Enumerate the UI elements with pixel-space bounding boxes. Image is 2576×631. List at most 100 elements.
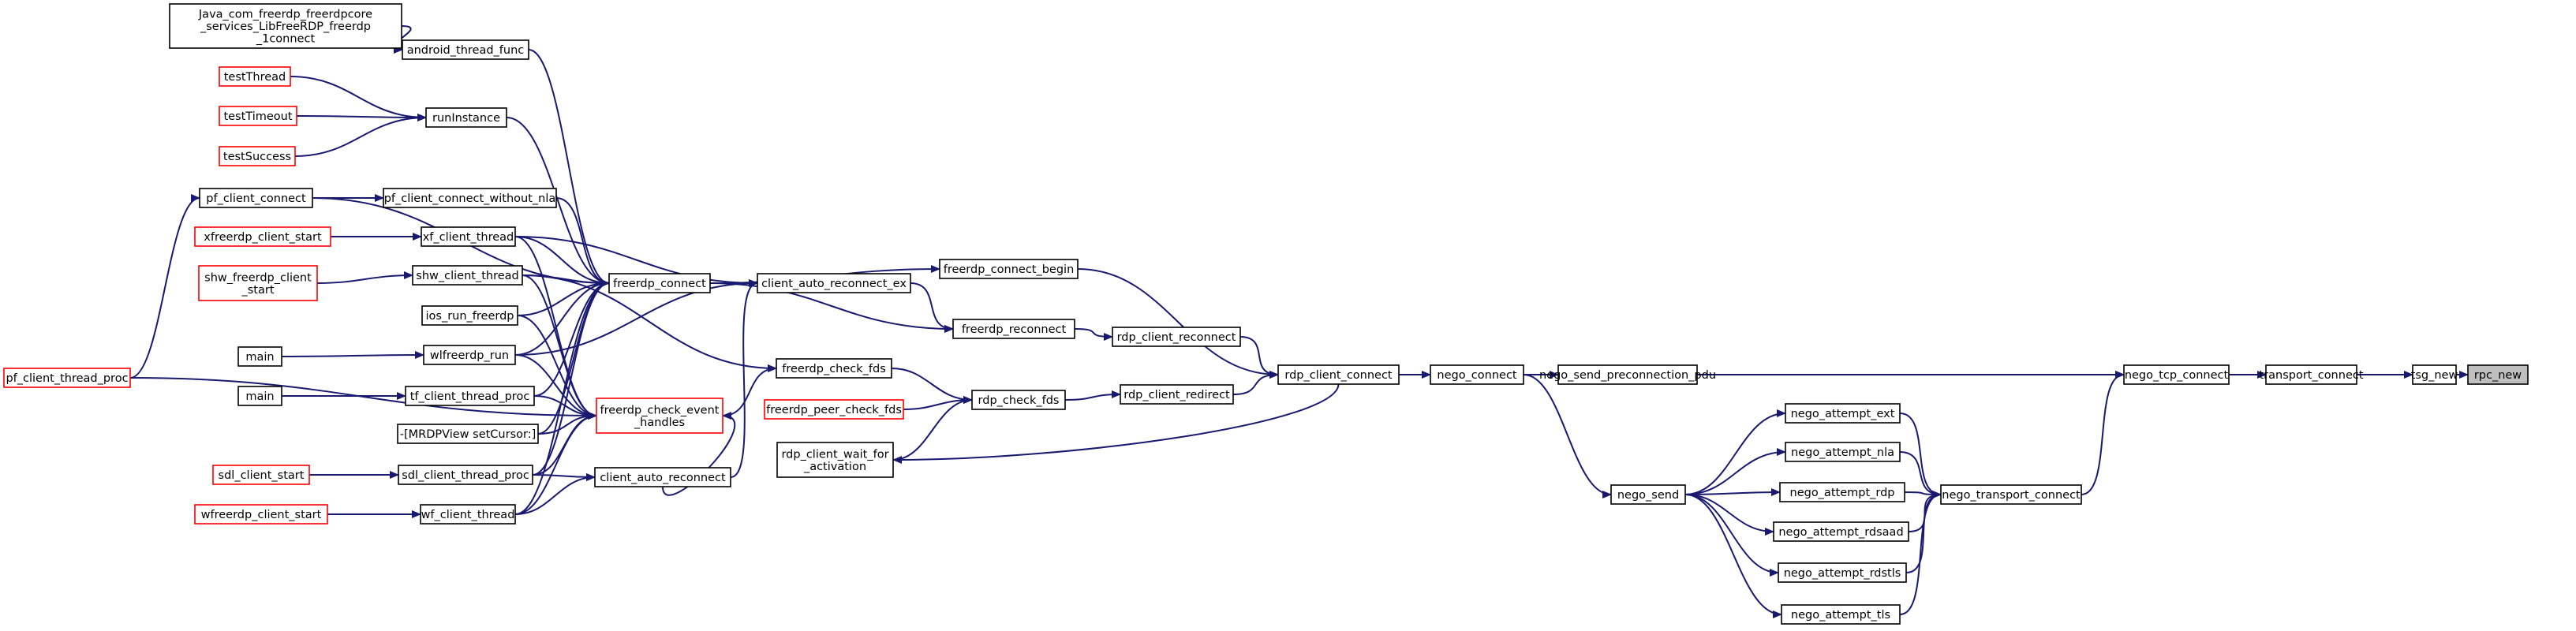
node-box[interactable] [596, 398, 723, 434]
node-testSuccess[interactable]: testSuccess [219, 146, 296, 166]
node-box[interactable] [2123, 364, 2230, 385]
node-box[interactable] [194, 226, 331, 247]
node-rdp_check_fds[interactable]: rdp_check_fds [971, 390, 1066, 410]
node-box[interactable] [237, 386, 282, 406]
node-ios_run_freerdp[interactable]: ios_run_freerdp [421, 305, 518, 326]
node-nego_send[interactable]: nego_send [1610, 484, 1686, 505]
node-rdp_client_reconnect[interactable]: rdp_client_reconnect [1112, 327, 1241, 347]
node-nego_attempt_rdsaad[interactable]: nego_attempt_rdsaad [1773, 521, 1909, 542]
node-nego_attempt_rdstls[interactable]: nego_attempt_rdstls [1778, 562, 1907, 583]
node-box[interactable] [169, 3, 402, 49]
node-box[interactable] [219, 146, 296, 166]
node-box[interactable] [952, 319, 1075, 339]
node-box[interactable] [1610, 484, 1686, 505]
node-java_connect[interactable]: Java_com_freerdp_freerdpcore_services_Li… [169, 3, 402, 49]
node-testTimeout[interactable]: testTimeout [219, 106, 297, 126]
node-wfreerdp_client_start[interactable]: wfreerdp_client_start [194, 504, 328, 525]
node-box[interactable] [425, 107, 507, 128]
node-sdl_client_thread_proc[interactable]: sdl_client_thread_proc [398, 465, 533, 485]
node-box[interactable] [402, 39, 529, 60]
node-tsg_new[interactable]: tsg_new [2411, 364, 2458, 385]
node-box[interactable] [2265, 364, 2357, 385]
node-freerdp_reconnect[interactable]: freerdp_reconnect [952, 319, 1075, 339]
node-box[interactable] [1120, 384, 1234, 405]
node-rdp_client_redirect[interactable]: rdp_client_redirect [1120, 384, 1234, 405]
node-nego_attempt_rdp[interactable]: nego_attempt_rdp [1779, 482, 1905, 502]
node-box[interactable] [1781, 604, 1901, 625]
node-box[interactable] [237, 346, 282, 367]
node-freerdp_connect_begin[interactable]: freerdp_connect_begin [939, 259, 1079, 279]
node-mrdpview[interactable]: -[MRDPView setCursor:] [397, 424, 539, 444]
node-xf_client_thread[interactable]: xf_client_thread [421, 226, 516, 247]
node-box[interactable] [397, 424, 539, 444]
node-rpc_new[interactable]: rpc_new [2467, 364, 2529, 385]
node-freerdp_check_event_handles[interactable]: freerdp_check_event_handles [596, 398, 723, 434]
node-freerdp_connect[interactable]: freerdp_connect [608, 273, 711, 293]
node-box[interactable] [757, 273, 911, 293]
node-box[interactable] [398, 465, 533, 485]
node-nego_attempt_tls[interactable]: nego_attempt_tls [1781, 604, 1901, 625]
node-rdp_client_connect[interactable]: rdp_client_connect [1277, 364, 1400, 385]
node-freerdp_peer_check_fds[interactable]: freerdp_peer_check_fds [764, 399, 904, 420]
node-box[interactable] [776, 442, 894, 478]
node-nego_transport_connect[interactable]: nego_transport_connect [1940, 484, 2082, 505]
node-box[interactable] [219, 106, 297, 126]
node-box[interactable] [1940, 484, 2082, 505]
node-android_thread_func[interactable]: android_thread_func [402, 39, 529, 60]
node-nego_attempt_ext[interactable]: nego_attempt_ext [1785, 403, 1901, 424]
node-box[interactable] [412, 265, 523, 286]
node-shw_freerdp_client_start[interactable]: shw_freerdp_client_start [198, 265, 318, 301]
node-box[interactable] [776, 358, 892, 379]
node-box[interactable] [594, 467, 731, 487]
node-box[interactable] [1430, 364, 1524, 385]
node-client_auto_reconnect_ex[interactable]: client_auto_reconnect_ex [757, 273, 911, 293]
node-box[interactable] [3, 368, 131, 388]
node-rdp_client_wait_for_activation[interactable]: rdp_client_wait_for_activation [776, 442, 894, 478]
node-pf_client_connect[interactable]: pf_client_connect [199, 188, 313, 208]
node-box[interactable] [1557, 364, 1698, 385]
node-pf_client_connect_without_nla[interactable]: pf_client_connect_without_nla [383, 188, 557, 208]
node-box[interactable] [608, 273, 711, 293]
node-box[interactable] [383, 188, 557, 208]
node-wf_client_thread[interactable]: wf_client_thread [420, 504, 516, 525]
node-nego_connect[interactable]: nego_connect [1430, 364, 1524, 385]
node-box[interactable] [1778, 562, 1907, 583]
node-nego_send_preconnection_pdu[interactable]: nego_send_preconnection_pdu [1539, 364, 1716, 385]
node-box[interactable] [971, 390, 1066, 410]
node-box[interactable] [423, 345, 516, 365]
node-tf_client_thread_proc[interactable]: tf_client_thread_proc [405, 386, 535, 406]
node-box[interactable] [194, 504, 328, 525]
node-box[interactable] [1112, 327, 1241, 347]
node-shw_client_thread[interactable]: shw_client_thread [412, 265, 523, 286]
node-runInstance[interactable]: runInstance [425, 107, 507, 128]
node-main1[interactable]: main [237, 346, 282, 367]
node-box[interactable] [1785, 403, 1901, 424]
node-nego_attempt_nla[interactable]: nego_attempt_nla [1785, 442, 1901, 462]
node-box[interactable] [198, 265, 318, 301]
node-client_auto_reconnect[interactable]: client_auto_reconnect [594, 467, 731, 487]
node-box[interactable] [2412, 364, 2457, 385]
node-box[interactable] [421, 305, 518, 326]
node-box[interactable] [939, 259, 1079, 279]
node-box[interactable] [2467, 364, 2529, 385]
node-box[interactable] [219, 66, 291, 87]
node-main2[interactable]: main [237, 386, 282, 406]
node-sdl_client_start[interactable]: sdl_client_start [212, 465, 310, 485]
node-box[interactable] [1277, 364, 1400, 385]
node-box[interactable] [764, 399, 904, 420]
node-box[interactable] [405, 386, 535, 406]
node-box[interactable] [1779, 482, 1905, 502]
node-box[interactable] [420, 504, 516, 525]
node-box[interactable] [212, 465, 310, 485]
node-nego_tcp_connect[interactable]: nego_tcp_connect [2123, 364, 2230, 385]
node-pf_client_thread_proc[interactable]: pf_client_thread_proc [3, 368, 131, 388]
node-transport_connect[interactable]: transport_connect [2259, 364, 2364, 385]
node-box[interactable] [1773, 521, 1909, 542]
node-box[interactable] [199, 188, 313, 208]
node-xfreerdp_client_start[interactable]: xfreerdp_client_start [194, 226, 331, 247]
node-testThread[interactable]: testThread [219, 66, 291, 87]
node-wlfreerdp_run[interactable]: wlfreerdp_run [423, 345, 516, 365]
node-box[interactable] [1785, 442, 1901, 462]
node-freerdp_check_fds[interactable]: freerdp_check_fds [776, 358, 892, 379]
node-box[interactable] [421, 226, 516, 247]
